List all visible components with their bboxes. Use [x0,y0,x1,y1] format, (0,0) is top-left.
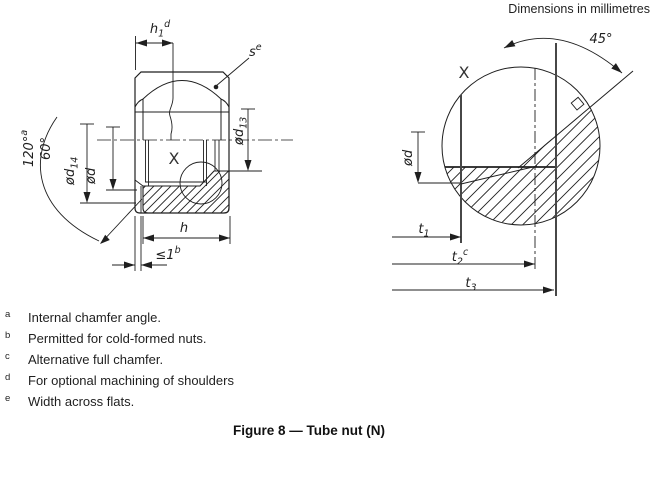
s-leader-dot [213,84,219,90]
d-label: ød [84,167,99,185]
footnote-text: For optional machining of shoulders [28,373,234,388]
right-angle-symbol [570,96,585,111]
le1-arrows [124,261,152,269]
diameter-dims [80,108,255,200]
footnote-a: a Internal chamfer angle. [5,309,234,331]
detail-x-view [392,37,634,296]
footnote-marker: a [5,309,11,320]
detail-chamfer-45 [517,70,634,169]
footnote-d: d For optional machining of shoulders [5,372,234,394]
nut-view-labels: h1d se 120°a 60° ød14 ød ød13 X h ≤1b [19,19,262,263]
footnote-marker: e [5,393,11,404]
h-label: h [180,221,188,236]
footnotes: a Internal chamfer angle. b Permitted fo… [5,309,234,415]
footnote-text: Alternative full chamfer. [28,352,164,367]
s-leader [215,57,250,87]
angle-120-label: 120°a [19,130,37,167]
detail-view-labels: X 45° ød t1 t2c t3 [401,32,613,294]
h1-label: h1d [150,19,171,40]
chamfer-angle-leader [100,198,143,244]
d13-label: ød13 [232,117,250,146]
detail-chamfer-internal [460,165,538,185]
t1-label: t1 [418,222,429,240]
t-dims [392,236,554,291]
t-arrows [450,233,554,294]
footnote-b: b Permitted for cold-formed nuts. [5,330,234,352]
section-hatch-band [142,170,230,214]
figure-caption: Figure 8 — Tube nut (N) [233,423,385,438]
nut-section-view [39,36,293,271]
break-line [169,43,174,140]
detail-x-title: X [459,63,470,82]
d14-label: ød14 [63,157,81,186]
detail-hatch [445,107,601,225]
diameter-arrows [83,160,252,203]
angle-45-arrows [504,40,622,73]
bore-lines [145,140,220,186]
h-arrows [143,234,230,242]
footnote-marker: c [5,351,10,362]
angle-60-label: 60° [39,137,54,160]
t2-label: t2c [452,247,469,268]
dimensions-note: Dimensions in millimetres [508,2,650,16]
t3-label: t3 [465,276,476,294]
detail-d-label: ød [401,149,416,167]
front-face-bevel [134,179,144,187]
h1-arrows [136,39,173,47]
hex-chamfer-arc-left [134,98,144,108]
footnote-text: Width across flats. [28,394,135,409]
footnote-c: c Alternative full chamfer. [5,351,234,373]
detail-boundary-circle [441,66,601,226]
footnote-text: Permitted for cold-formed nuts. [28,331,207,346]
le1-label: ≤1b [155,245,180,263]
hex-chamfer-arc-right [220,98,230,108]
detail-circle [179,161,223,205]
detail-x-mark: X [169,149,180,168]
chamfer-angle-arc [39,116,100,242]
angle-45-label: 45° [589,32,612,47]
h-dim [142,216,231,244]
s-label: se [249,42,262,60]
footnote-text: Internal chamfer angle. [28,310,161,325]
footnote-marker: b [5,330,11,341]
angle-45-arc [503,37,623,74]
h1-dim [135,36,173,70]
hex-chamfer-arc-center [142,80,222,100]
detail-d-arrow [414,172,422,183]
footnote-marker: d [5,372,11,383]
footnote-e: e Width across flats. [5,393,234,415]
